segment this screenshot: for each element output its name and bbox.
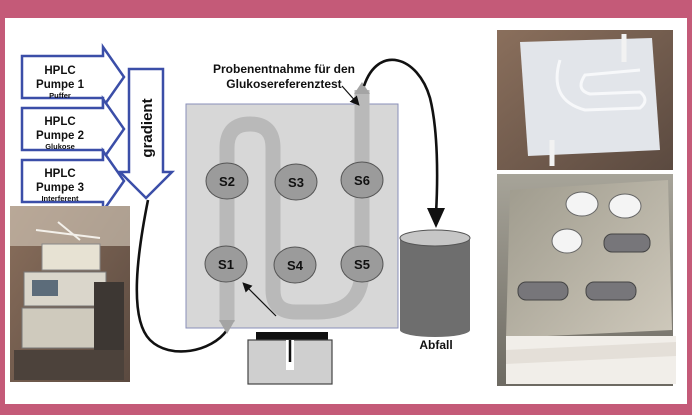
top-frame-band [0, 0, 692, 18]
svg-text:S3: S3 [288, 175, 304, 190]
waste-label: Abfall [419, 338, 452, 352]
pump-3-line2: Pumpe 3 [36, 182, 84, 194]
sensor-s2: S2 [205, 162, 249, 200]
waste-container [399, 229, 471, 337]
left-frame-band [0, 18, 5, 404]
svg-text:S5: S5 [354, 257, 370, 272]
gradient-mixer-arrow: gradient [116, 67, 176, 200]
hplc-instrument-photo [10, 206, 130, 382]
pump-3-sub: Interferent [41, 194, 79, 203]
channel-inlet-tip [219, 320, 235, 334]
sampling-pointer-arrow [341, 85, 360, 106]
inlet-pointer-arrow [242, 282, 277, 317]
pump-3-line1: HPLC [44, 168, 75, 180]
sensor-s1: S1 [204, 245, 248, 283]
sampling-label-line1: Probenentnahme für den [213, 62, 355, 76]
svg-text:S6: S6 [354, 173, 370, 188]
right-frame-band [687, 18, 692, 404]
svg-text:S4: S4 [287, 258, 304, 273]
svg-text:S2: S2 [219, 174, 235, 189]
inlet-holder-block [247, 332, 333, 385]
pump-1-line2: Pumpe 1 [36, 79, 85, 91]
sampling-label-line2: Glukosereferenztest [226, 77, 341, 91]
pump-1-sub: Puffer [49, 91, 71, 100]
pump-3-arrow: HPLC Pumpe 3 Interferent [20, 147, 126, 215]
pump-2-arrow: HPLC Pumpe 2 Glukose [20, 95, 126, 163]
sensor-s5: S5 [340, 245, 384, 283]
serpentine-channel [219, 90, 370, 322]
chip-sensors-photo [497, 174, 676, 386]
outlet-tubing-arrowhead [427, 208, 445, 228]
gradient-label: gradient [139, 98, 156, 157]
pump-2-sub: Glukose [45, 142, 75, 151]
inlet-tubing [135, 199, 229, 353]
chip-top-photo [497, 30, 673, 170]
sensor-s3: S3 [274, 163, 318, 201]
channel-outlet-tip [354, 82, 370, 94]
sensor-s4: S4 [273, 246, 317, 284]
microfluidic-chip: S1 S2 S3 S4 S5 S6 [185, 82, 399, 334]
pump-2-line2: Pumpe 2 [36, 130, 84, 142]
sensor-s6: S6 [340, 161, 384, 199]
pump-2-line1: HPLC [44, 116, 75, 128]
bottom-frame-band [0, 404, 692, 415]
outlet-tubing [362, 58, 439, 215]
pump-1-line1: HPLC [44, 65, 75, 77]
pump-1-arrow: HPLC Pumpe 1 Puffer [20, 43, 126, 111]
svg-text:S1: S1 [218, 257, 234, 272]
